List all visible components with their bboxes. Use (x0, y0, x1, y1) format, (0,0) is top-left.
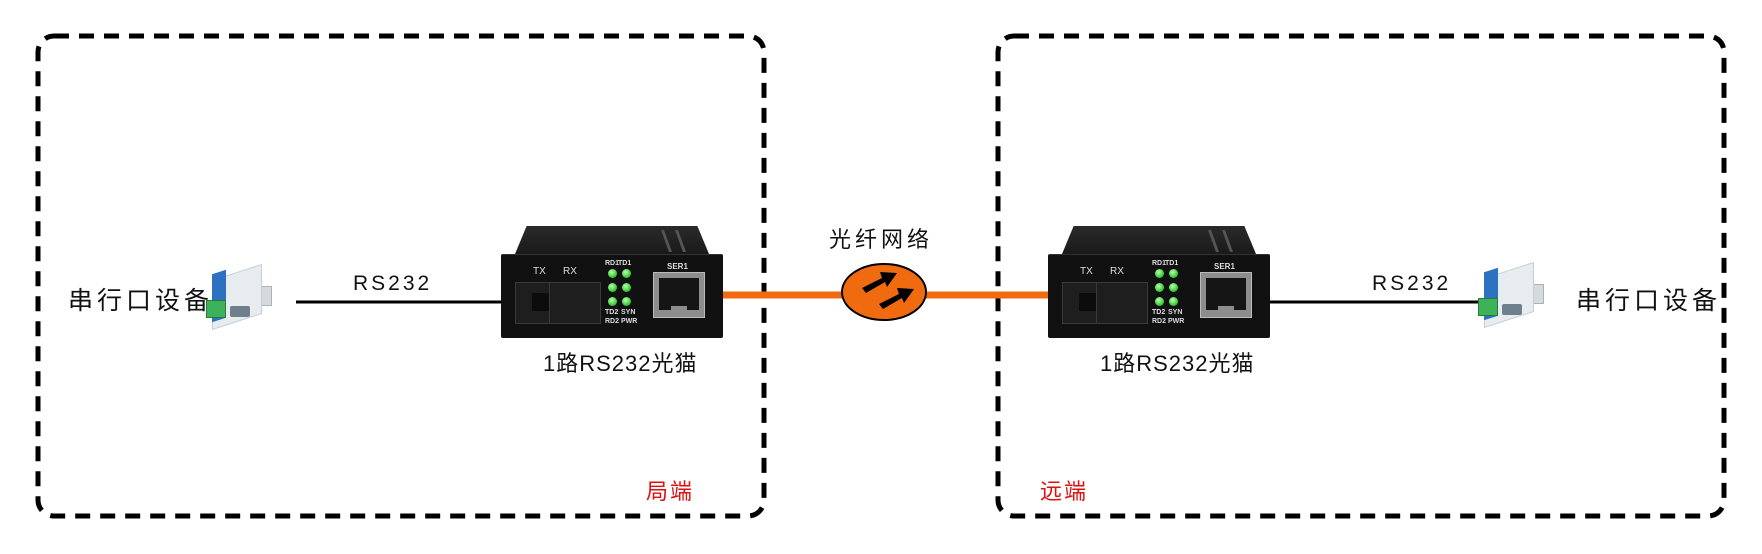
remote-converter-model-label: 1路RS232光猫 (1100, 351, 1255, 376)
local-serial-device-label: 串行口设备 (68, 286, 214, 315)
led-indicator (608, 297, 617, 306)
led-indicator (622, 297, 631, 306)
led-indicator (608, 269, 617, 278)
local-media-converter: TX RX RD1 TD1 TD2 SYN RD2 PWR SER1 (501, 226, 723, 338)
led-label-rd1: RD1 (605, 260, 620, 267)
remote-zone-label: 远端 (1040, 480, 1089, 505)
ser1-rj45-port (1200, 272, 1252, 318)
serial-converter-icon (204, 263, 274, 331)
exchange-arrows-icon (862, 272, 914, 309)
led-label-syn: SYN (1168, 309, 1183, 316)
remote-zone-border (995, 33, 1727, 519)
fiber-network-label: 光纤网络 (829, 228, 934, 253)
led-label-syn: SYN (621, 309, 636, 316)
tx-port-label: TX (1080, 266, 1093, 277)
led-indicator (1155, 269, 1164, 278)
led-indicator (622, 269, 631, 278)
led-label-pwr: PWR (621, 318, 638, 325)
led-indicator (1155, 283, 1164, 292)
local-zone-border (35, 33, 767, 519)
led-indicator (1169, 283, 1178, 292)
local-converter-model-label: 1路RS232光猫 (543, 351, 698, 376)
led-label-rd2: RD2 (605, 318, 620, 325)
rx-port-label: RX (563, 266, 577, 277)
led-indicator (1155, 297, 1164, 306)
tx-port-label: TX (533, 266, 546, 277)
remote-serial-device-label: 串行口设备 (1576, 286, 1722, 315)
local-rs232-label: RS232 (353, 272, 433, 295)
ser1-rj45-port (653, 272, 705, 318)
led-label-pwr: PWR (1168, 318, 1185, 325)
led-label-td1: TD1 (1165, 260, 1179, 267)
fiber-network-node (841, 263, 927, 321)
remote-rs232-label: RS232 (1372, 272, 1452, 295)
ser1-port-label: SER1 (667, 262, 688, 271)
serial-converter-icon (1476, 261, 1546, 329)
led-indicator (1169, 269, 1178, 278)
led-indicator (622, 283, 631, 292)
rx-fiber-port (549, 282, 601, 324)
remote-media-converter: TX RX RD1 TD1 TD2 SYN RD2 PWR SER1 (1048, 226, 1270, 338)
rx-port-label: RX (1110, 266, 1124, 277)
led-indicator (608, 283, 617, 292)
ser1-port-label: SER1 (1214, 262, 1235, 271)
led-label-rd2: RD2 (1152, 318, 1167, 325)
led-label-td2: TD2 (605, 309, 619, 316)
led-label-rd1: RD1 (1152, 260, 1167, 267)
rx-fiber-port (1096, 282, 1148, 324)
led-label-td2: TD2 (1152, 309, 1166, 316)
local-zone-label: 局端 (646, 480, 695, 505)
led-label-td1: TD1 (618, 260, 632, 267)
led-indicator (1169, 297, 1178, 306)
